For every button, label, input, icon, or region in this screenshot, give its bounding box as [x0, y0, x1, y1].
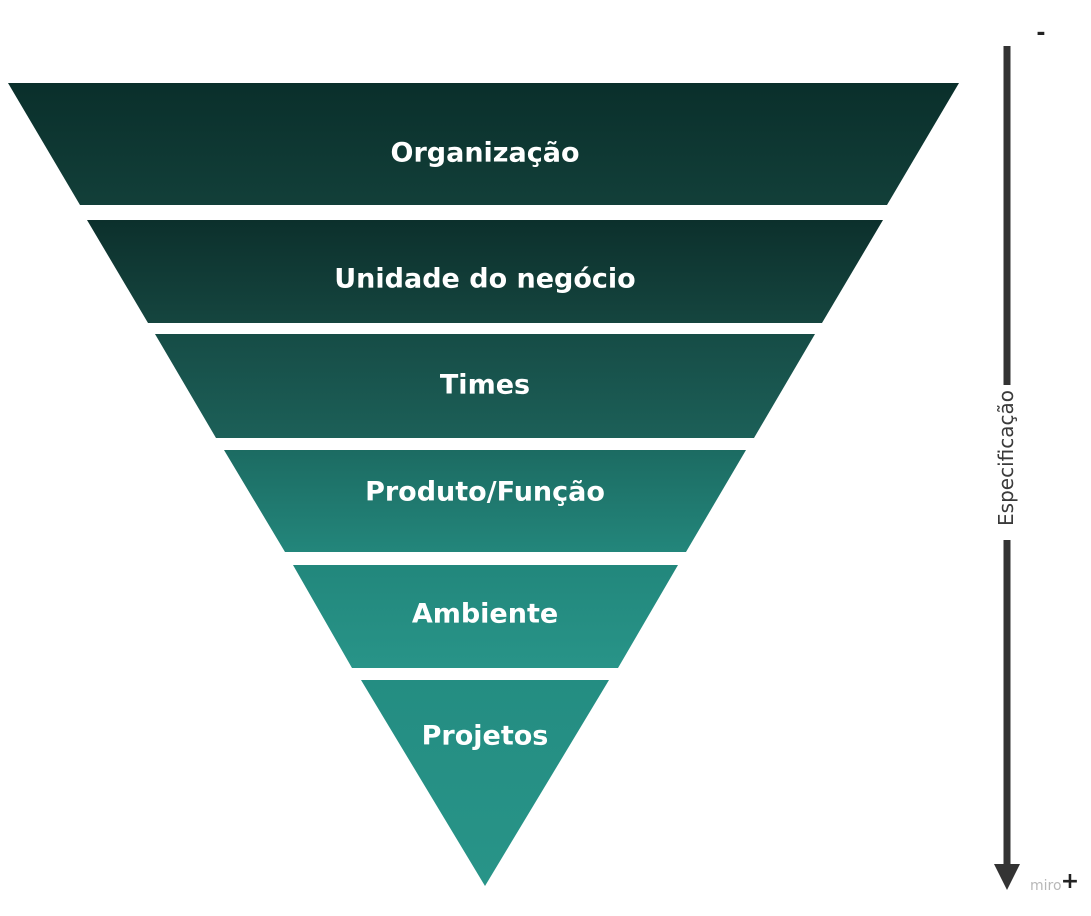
funnel-layer: Ambiente	[293, 565, 678, 668]
funnel-layer: Projetos	[361, 680, 609, 886]
axis-top-symbol: -	[1036, 21, 1045, 46]
funnel-layer-label: Unidade do negócio	[334, 264, 635, 295]
funnel-layer-shape	[155, 334, 815, 438]
axis-label: Especificação	[994, 390, 1018, 526]
funnel-layer-shape	[293, 565, 678, 668]
funnel-layer-label: Produto/Função	[365, 477, 605, 508]
funnel-layer-shape	[8, 83, 959, 205]
funnel-layer: Organização	[8, 83, 959, 205]
funnel-layer-shape	[87, 220, 883, 323]
funnel-layer: Produto/Função	[224, 450, 746, 552]
specification-axis: Especificação - +	[994, 21, 1079, 894]
miro-watermark: miro	[1030, 878, 1062, 894]
funnel-layer-label: Organização	[391, 138, 580, 169]
funnel-layer: Unidade do negócio	[87, 220, 883, 323]
axis-bottom-symbol: +	[1061, 869, 1079, 894]
funnel-layer-label: Ambiente	[412, 599, 558, 630]
funnel-layer-label: Times	[440, 370, 530, 401]
funnel-layer-label: Projetos	[422, 721, 549, 752]
axis-arrowhead-icon	[994, 864, 1020, 890]
funnel-layer-shape	[361, 680, 609, 886]
funnel-layer-shape	[224, 450, 746, 552]
funnel-layer: Times	[155, 334, 815, 438]
